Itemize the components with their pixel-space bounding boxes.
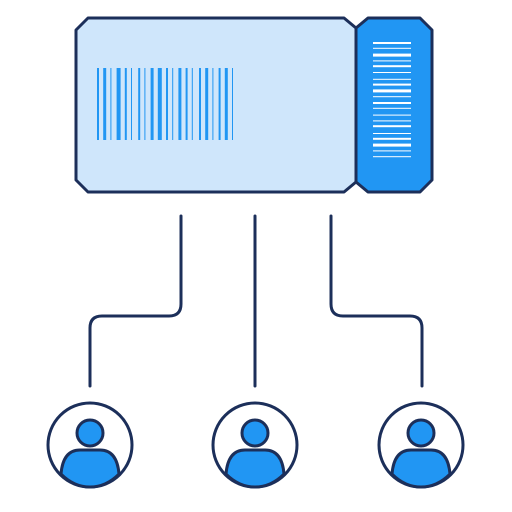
stub-barcode-bar [373,102,411,104]
stub-barcode-bar [373,65,411,68]
barcode-bar [157,68,162,140]
stub-barcode-bar [373,125,411,128]
barcode-bar [166,68,168,140]
barcode-bar [150,68,154,140]
barcode-bar [144,68,146,140]
barcode-bar [131,68,132,140]
barcode-bar [124,68,127,140]
barcode-bar [97,68,99,140]
stub-barcode-bar [373,143,411,147]
stub-barcode-bar [373,114,411,116]
user-icon [46,401,134,489]
barcode-bar [218,68,221,140]
ticket-stub [354,16,434,194]
stub-barcode-bar [373,83,411,86]
barcode-bar [212,68,214,140]
barcode-icon [97,68,233,140]
stub-barcode-icon [373,42,411,158]
stub-barcode-bar [373,47,411,49]
stub-barcode-bar [373,156,411,158]
stub-barcode-bar [373,150,411,152]
barcode-bar [199,68,201,140]
barcode-bar [178,68,182,140]
barcode-bar [232,68,233,140]
ticket-body [74,16,358,194]
stub-barcode-bar [373,53,411,57]
connector-left [88,214,183,388]
barcode-bar [191,68,193,140]
user-icon [211,401,299,489]
barcode-bar [110,68,112,140]
connector-right [329,214,424,388]
stub-barcode-bar [373,107,411,109]
barcode-bar [185,68,188,140]
ticket-icon [74,16,434,194]
stub-barcode-bar [373,137,411,140]
stub-barcode-bar [373,72,411,73]
user-icon [377,401,465,489]
barcode-bar [172,68,174,140]
barcode-bar [116,68,121,140]
barcode-bar [205,68,209,140]
barcode-bar [103,68,107,140]
stub-barcode-bar [373,96,411,98]
stub-barcode-bar [373,42,411,44]
barcode-bar [138,68,141,140]
stub-barcode-bar [373,133,411,134]
barcode-bar [224,68,228,140]
stub-barcode-bar [373,120,411,122]
stub-barcode-bar [373,89,411,93]
stub-barcode-bar [373,60,411,62]
stub-barcode-bar [373,78,411,80]
connector-lines [88,214,424,388]
